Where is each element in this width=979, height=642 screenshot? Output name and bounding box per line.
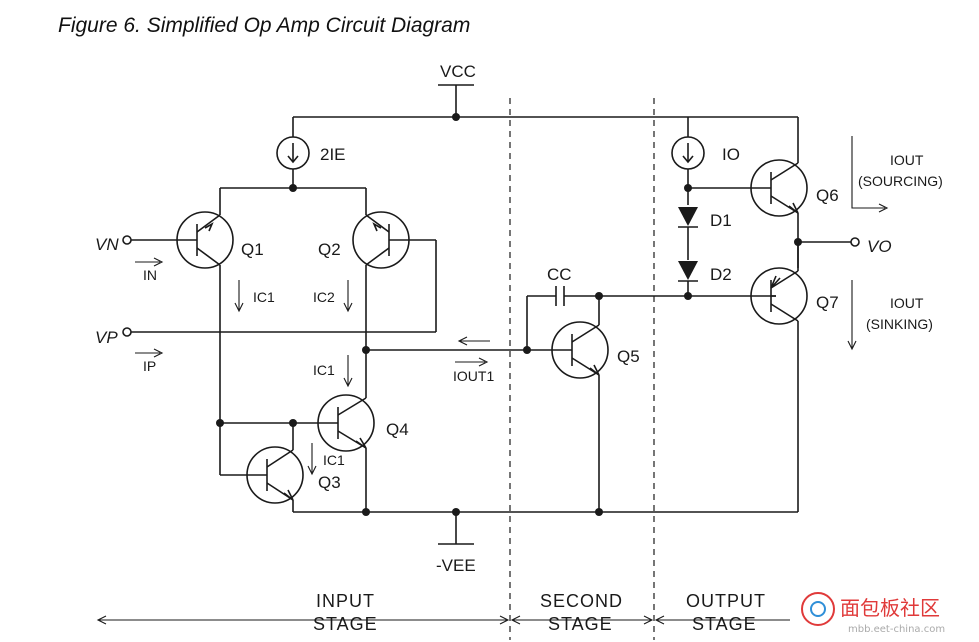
io-label: IO <box>722 145 740 164</box>
vo-label: VO <box>867 237 892 256</box>
cc-label: CC <box>547 265 572 284</box>
ic1-label-q4: IC1 <box>313 362 335 378</box>
vee-label: -VEE <box>436 556 476 575</box>
capacitor-cc <box>523 286 776 354</box>
ip-label: IP <box>143 358 156 374</box>
transistor-q3 <box>219 423 304 512</box>
q2-label: Q2 <box>318 240 341 259</box>
ic2-label: IC2 <box>313 289 335 305</box>
vp-input <box>122 327 436 358</box>
q7-label: Q7 <box>816 293 839 312</box>
stage-input-line1: INPUT <box>316 591 375 611</box>
vee-rail <box>293 508 798 545</box>
watermark-url: mbb.eet-china.com <box>848 624 945 635</box>
sourcing-label: (SOURCING) <box>858 173 943 189</box>
iout-label-sinking: IOUT <box>890 295 924 311</box>
q5-label: Q5 <box>617 347 640 366</box>
diode-d2 <box>678 261 698 296</box>
transistor-q5 <box>527 296 609 512</box>
stage-arrows <box>96 615 790 625</box>
in-label: IN <box>143 267 157 283</box>
vp-label: VP <box>95 328 118 347</box>
iout-arrows <box>847 136 889 351</box>
vn-input <box>122 235 176 267</box>
current-source-io <box>671 117 752 205</box>
transistor-q7 <box>750 242 808 512</box>
two-ie-label: 2IE <box>320 145 346 164</box>
iout-label-sourcing: IOUT <box>890 152 924 168</box>
stage-input-line2: STAGE <box>313 614 378 634</box>
transistor-q6 <box>750 117 808 268</box>
vcc-rail <box>293 84 798 121</box>
d1-label: D1 <box>710 211 732 230</box>
watermark-brand: 面包板社区 <box>840 596 940 620</box>
current-arrows-input <box>234 280 353 476</box>
ic1-label-q3: IC1 <box>323 452 345 468</box>
d2-label: D2 <box>710 265 732 284</box>
transistor-q2 <box>352 211 437 350</box>
watermark: 面包板社区 mbb.eet-china.com <box>801 592 945 635</box>
stage-output-line2: STAGE <box>692 614 757 634</box>
iout1-label: IOUT1 <box>453 368 494 384</box>
q3-label: Q3 <box>318 473 341 492</box>
stage-second-line2: STAGE <box>548 614 613 634</box>
vcc-label: VCC <box>440 62 476 81</box>
diode-d1 <box>678 207 698 260</box>
q6-label: Q6 <box>816 186 839 205</box>
transistor-q1 <box>176 211 234 423</box>
ic1-label-q1: IC1 <box>253 289 275 305</box>
first-stage-output-node <box>362 336 527 398</box>
stage-second-line1: SECOND <box>540 591 623 611</box>
q4-label: Q4 <box>386 420 409 439</box>
figure-title: Figure 6. Simplified Op Amp Circuit Diag… <box>58 14 471 37</box>
vo-output <box>794 237 860 247</box>
stage-output-line1: OUTPUT <box>686 591 766 611</box>
stage-dividers <box>509 98 655 640</box>
current-source-2ie <box>219 117 367 215</box>
vn-label: VN <box>95 235 119 254</box>
q1-label: Q1 <box>241 240 264 259</box>
sinking-label: (SINKING) <box>866 316 933 332</box>
